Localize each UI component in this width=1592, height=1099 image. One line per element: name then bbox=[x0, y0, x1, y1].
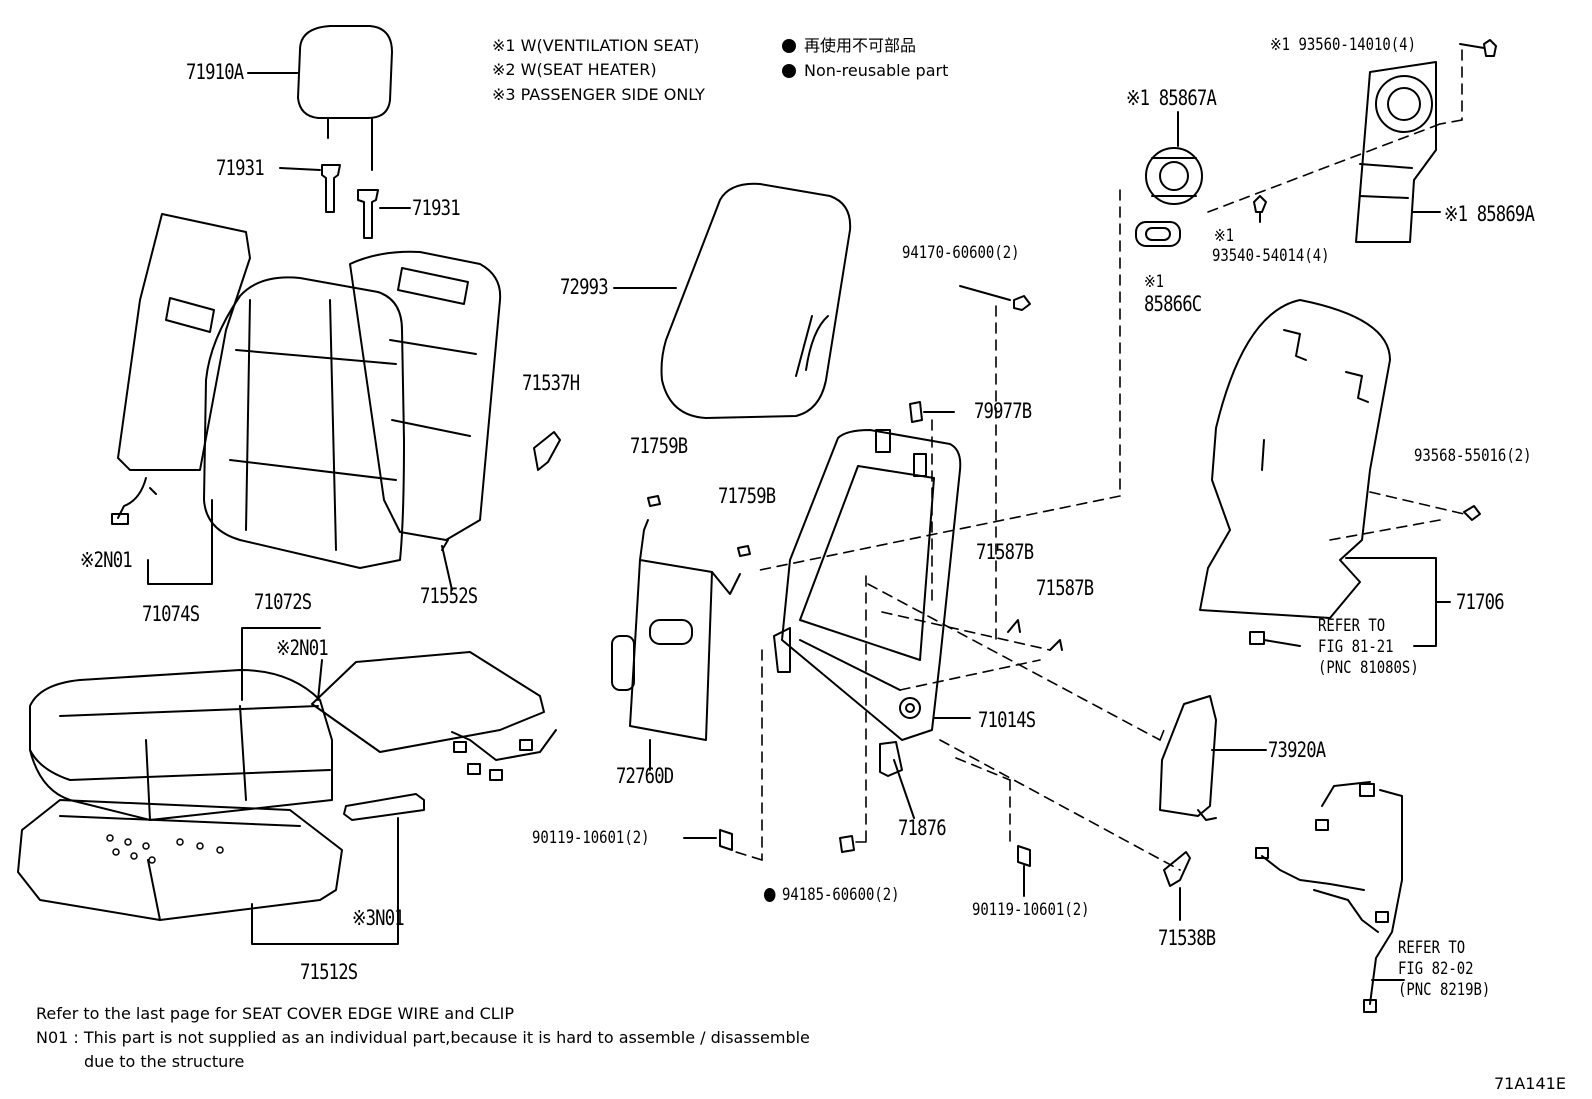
non-reusable-en-text: Non-reusable part bbox=[804, 61, 949, 80]
clip-79977B-drawing bbox=[909, 401, 955, 423]
cushion-heater-drawing bbox=[311, 651, 557, 781]
part-71759B-label-a[interactable]: 71759B bbox=[630, 434, 688, 458]
footer-note-2: N01 : This part is not supplied as an in… bbox=[36, 1028, 810, 1047]
headrest-drawing bbox=[297, 25, 393, 171]
figure-code: 71A141E bbox=[1494, 1074, 1566, 1093]
part-85869A-label[interactable]: ※1 85869A bbox=[1444, 202, 1535, 226]
part-71537H-label[interactable]: 71537H bbox=[522, 371, 580, 395]
leader-lines-left bbox=[147, 499, 453, 591]
filter-drawing bbox=[1135, 221, 1181, 247]
dashed-reference-lines bbox=[735, 49, 1465, 871]
part-71072S-label[interactable]: 71072S bbox=[254, 590, 312, 614]
part-93560-label[interactable]: ※1 93560-14010(4) bbox=[1270, 35, 1416, 55]
non-reusable-dot-icon bbox=[782, 39, 796, 53]
n01-passenger-label[interactable]: ※3N01 bbox=[352, 906, 405, 930]
part-94185-label[interactable]: 94185-60600(2) bbox=[764, 887, 900, 904]
lumbar-support-drawing bbox=[611, 519, 741, 771]
part-85866C-mark: ※1 bbox=[1144, 272, 1165, 292]
clip-71537H-drawing bbox=[533, 431, 561, 471]
n01-cushion-heater-label[interactable]: ※2N01 bbox=[276, 636, 329, 660]
part-90119-label-a[interactable]: 90119-10601(2) bbox=[532, 828, 650, 848]
part-71587B-label-b[interactable]: 71587B bbox=[1036, 576, 1094, 600]
seatback-cover-drawing bbox=[203, 276, 405, 569]
part-94185-text: 94185-60600(2) bbox=[782, 885, 900, 905]
non-reusable-legend-jp: 再使用不可部品 bbox=[782, 38, 916, 54]
part-72993-label[interactable]: 72993 bbox=[560, 275, 609, 299]
part-72760D-label[interactable]: 72760D bbox=[616, 764, 674, 788]
n01-seatback-heater-label[interactable]: ※2N01 bbox=[80, 548, 133, 572]
seatback-board-drawing bbox=[613, 182, 852, 419]
footer-note-3: due to the structure bbox=[84, 1052, 245, 1071]
part-71014S-label[interactable]: 71014S bbox=[978, 708, 1036, 732]
wire-harness-drawing bbox=[1255, 781, 1405, 1013]
clip-71538B-drawing bbox=[1163, 851, 1191, 887]
bracket-71876-drawing bbox=[879, 741, 915, 819]
seatback-frame-drawing bbox=[773, 429, 971, 741]
refer-82-02-line3[interactable]: (PNC 8219B) bbox=[1398, 980, 1491, 1000]
part-71074S-label[interactable]: 71074S bbox=[142, 602, 200, 626]
part-79977B-label[interactable]: 79977B bbox=[974, 399, 1032, 423]
clip-71759B-drawing bbox=[647, 495, 751, 557]
seatback-pad-drawing bbox=[349, 250, 502, 551]
refer-81-21-line3[interactable]: (PNC 81080S) bbox=[1318, 658, 1419, 678]
seat-cushion-cover-drawing bbox=[29, 669, 333, 821]
legend-note-3: ※3 PASSENGER SIDE ONLY bbox=[492, 85, 705, 104]
refer-82-02-line2[interactable]: FIG 82-02 bbox=[1398, 959, 1474, 979]
part-90119-label-b[interactable]: 90119-10601(2) bbox=[972, 900, 1090, 920]
non-reusable-jp-text: 再使用不可部品 bbox=[804, 36, 917, 55]
part-71931-label-a[interactable]: 71931 bbox=[216, 156, 265, 180]
legend-note-1: ※1 W(VENTILATION SEAT) bbox=[492, 36, 700, 55]
part-71538B-label[interactable]: 71538B bbox=[1158, 926, 1216, 950]
side-airbag-drawing bbox=[1159, 695, 1267, 821]
seatback-heater-drawing bbox=[111, 213, 251, 525]
back-panel-drawing bbox=[1199, 299, 1451, 647]
part-94170-label[interactable]: 94170-60600(2) bbox=[902, 243, 1020, 263]
part-93568-label[interactable]: 93568-55016(2) bbox=[1414, 446, 1532, 466]
part-71910A-label[interactable]: 71910A bbox=[186, 60, 244, 84]
occupant-sensor-drawing bbox=[343, 793, 425, 921]
seat-cushion-pad-drawing bbox=[17, 799, 343, 921]
refer-82-02-line1[interactable]: REFER TO bbox=[1398, 938, 1466, 958]
part-85867A-label[interactable]: ※1 85867A bbox=[1126, 86, 1217, 110]
part-71552S-label[interactable]: 71552S bbox=[420, 584, 478, 608]
part-85866C-label[interactable]: 85866C bbox=[1144, 292, 1202, 316]
part-93540-mark: ※1 bbox=[1214, 226, 1235, 246]
fan-drawing bbox=[1145, 111, 1203, 205]
part-71876-label[interactable]: 71876 bbox=[898, 816, 947, 840]
non-reusable-legend-en: Non-reusable part bbox=[782, 63, 948, 79]
part-71706-label[interactable]: 71706 bbox=[1456, 590, 1505, 614]
leader-lines-bottom-left bbox=[241, 627, 399, 945]
non-reusable-dot-icon bbox=[782, 64, 796, 78]
headrest-support-drawing bbox=[247, 72, 411, 239]
legend-note-2: ※2 W(SEAT HEATER) bbox=[492, 60, 657, 79]
part-71512S-label[interactable]: 71512S bbox=[300, 960, 358, 984]
footer-note-1: Refer to the last page for SEAT COVER ED… bbox=[36, 1004, 515, 1023]
refer-81-21-line1[interactable]: REFER TO bbox=[1318, 616, 1386, 636]
part-71759B-label-b[interactable]: 71759B bbox=[718, 484, 776, 508]
part-93540-label[interactable]: 93540-54014(4) bbox=[1212, 246, 1330, 266]
fastener-drawings bbox=[683, 39, 1497, 897]
part-73920A-label[interactable]: 73920A bbox=[1268, 738, 1326, 762]
part-71931-label-b[interactable]: 71931 bbox=[412, 196, 461, 220]
part-71587B-label-a[interactable]: 71587B bbox=[976, 540, 1034, 564]
vent-duct-drawing bbox=[1355, 61, 1441, 243]
refer-81-21-line2[interactable]: FIG 81-21 bbox=[1318, 637, 1394, 657]
non-reusable-dot-icon bbox=[764, 888, 776, 902]
